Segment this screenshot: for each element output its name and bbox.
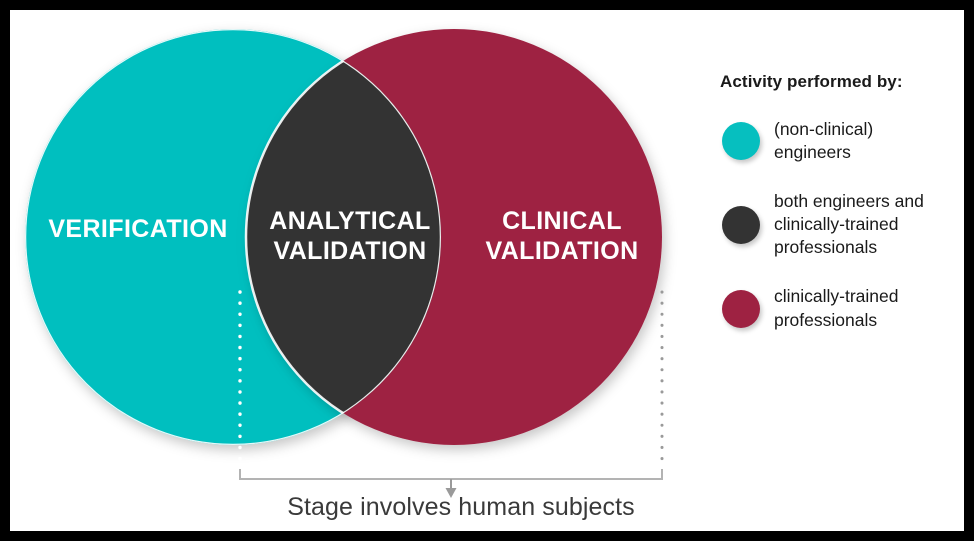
legend-item-both: both engineers and clinically-trained pr… (710, 190, 960, 259)
legend-label-engineers: (non-clinical) engineers (774, 119, 874, 163)
legend-swatch-crimson-icon (722, 289, 760, 328)
bracket-caption: Stage involves human subjects (287, 493, 635, 521)
legend-swatch-wrap-clinicians (710, 289, 772, 328)
legend-label-both: both engineers and clinically-trained pr… (774, 191, 924, 258)
legend-item-clinicians: clinically-trained professionals (710, 285, 960, 331)
legend-swatch-dark-icon (722, 205, 760, 244)
legend-title: Activity performed by: (720, 72, 903, 91)
lens-arc-right (244, 29, 441, 445)
venn-label-clinical-validation: CLINICAL VALIDATION (485, 207, 639, 265)
span-bracket (239, 469, 663, 480)
legend-label-clinicians: clinically-trained professionals (774, 286, 899, 330)
venn-label-analytical-validation: ANALYTICAL VALIDATION (269, 207, 431, 265)
venn-label-verification: VERIFICATION (48, 215, 228, 243)
legend-swatch-wrap-engineers (710, 122, 772, 161)
diagram-canvas: VERIFICATION ANALYTICAL VALIDATION CLINI… (10, 10, 964, 531)
bracket-arrow-head (445, 488, 457, 498)
legend-swatch-wrap-both (710, 205, 772, 244)
legend-swatch-teal-icon (722, 122, 760, 161)
venn-diagram (25, 29, 664, 498)
legend-item-engineers: (non-clinical) engineers (710, 118, 960, 164)
legend: Activity performed by: (non-clinical) en… (710, 72, 960, 358)
venn-intersection-analytical-validation (246, 29, 441, 445)
